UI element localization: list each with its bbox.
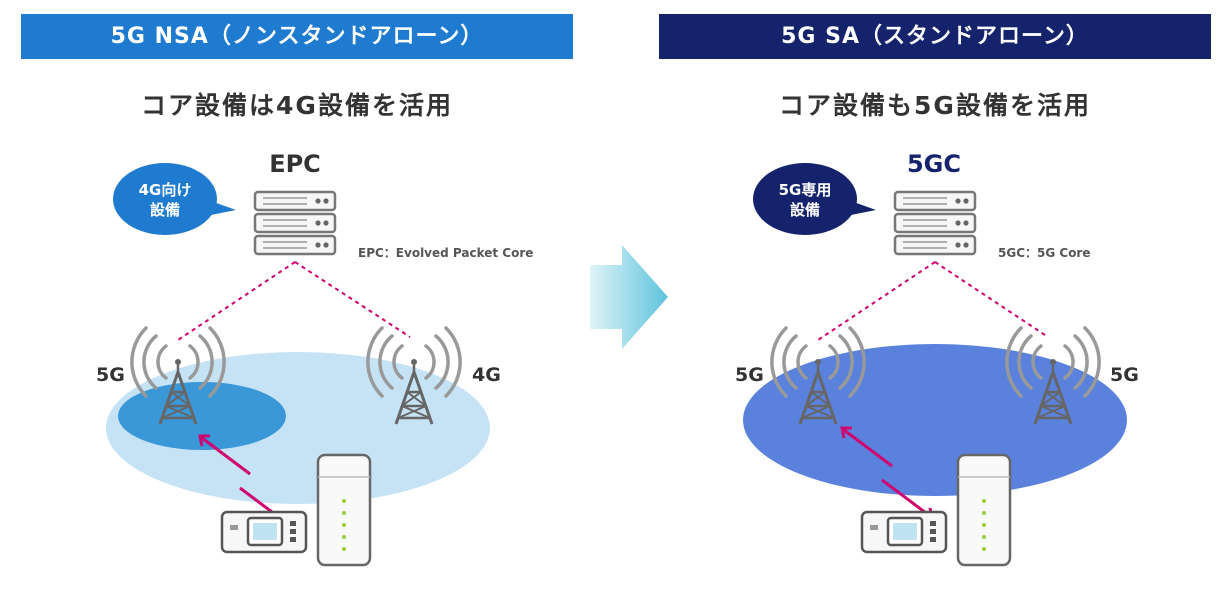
left-subtitle: コア設備は4G設備を活用 [141,91,453,120]
right-core-abbreviation: 5GC：5G Core [998,246,1091,260]
left-core-abbreviation: EPC：Evolved Packet Core [358,246,534,260]
left-bubble-shape [113,163,236,235]
right-server-rack-icon [893,190,977,256]
right-bubble-line1: 5G専用 [778,181,832,199]
left-home-router-icon [316,453,372,567]
right-subtitle: コア設備も5G設備を活用 [779,91,1091,120]
left-mobile-router-icon [220,510,308,554]
right-coverage-area [743,344,1127,496]
left-bubble: 4G向け 設備 [117,180,213,220]
right-core-name: 5GC [906,150,961,178]
right-tower-label-right: 5G [1110,364,1139,386]
right-header: 5G SA（スタンドアローン） [659,14,1211,59]
right-core-links [817,261,1049,341]
left-server-rack-icon [253,190,337,256]
right-home-router-icon [956,453,1012,567]
left-tower-label-4g: 4G [472,364,501,386]
left-tower-label-5g: 5G [96,364,125,386]
left-core-name: EPC [269,150,321,178]
left-coverage-area [106,352,490,504]
left-bubble-line1: 4G向け [138,181,192,199]
right-bubble-line2: 設備 [789,201,820,219]
right-tower-label-left: 5G [735,364,764,386]
transition-arrow-icon [590,245,668,349]
left-bubble-line2: 設備 [149,201,180,219]
right-mobile-router-icon [860,510,948,554]
left-header: 5G NSA（ノンスタンドアローン） [21,14,573,59]
left-core-links [177,261,411,341]
right-bubble-shape [753,163,876,235]
right-bubble: 5G専用 設備 [757,180,853,220]
